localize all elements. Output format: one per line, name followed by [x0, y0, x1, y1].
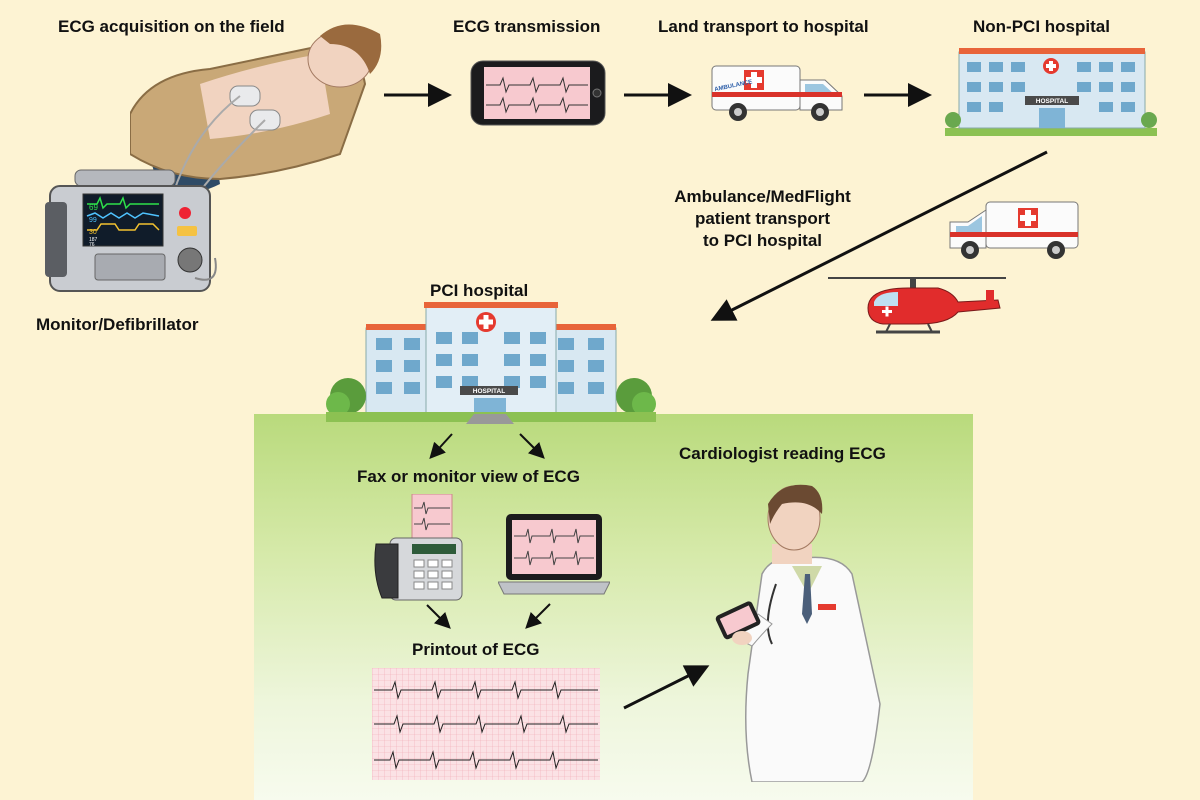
label-non-pci-hospital: Non-PCI hospital — [973, 17, 1110, 36]
bp-diastolic-readout: 76 — [89, 242, 95, 248]
ecg-printout — [372, 668, 600, 780]
pci-hospital-sign: HOSPITAL — [473, 388, 505, 395]
label-cardiologist: Cardiologist reading ECG — [679, 444, 886, 463]
label-transport-to-pci: Ambulance/MedFlight patient transport to… — [660, 186, 865, 252]
label-ecg-transmission: ECG transmission — [453, 17, 601, 36]
label-transport-line-1: Ambulance/MedFlight — [674, 187, 851, 206]
pci-hospital-building: HOSPITAL — [326, 302, 656, 424]
non-pci-hospital-building: HOSPITAL — [945, 48, 1157, 136]
cardiologist-figure — [715, 484, 881, 782]
non-pci-hospital-sign: HOSPITAL — [1036, 98, 1068, 105]
label-fax-monitor-view: Fax or monitor view of ECG — [357, 467, 580, 486]
bp-systolic-readout: 187 — [89, 237, 98, 243]
smartphone-ecg — [470, 60, 606, 126]
laptop-ecg-view — [498, 514, 610, 595]
ambulance-transport — [949, 201, 1079, 259]
label-pci-hospital: PCI hospital — [430, 281, 529, 300]
label-land-transport: Land transport to hospital — [658, 17, 869, 36]
label-transport-line-3: to PCI hospital — [703, 231, 822, 251]
resp-readout: 30 — [89, 229, 97, 236]
label-monitor-defibrillator: Monitor/Defibrillator — [36, 315, 199, 334]
label-printout: Printout of ECG — [412, 640, 540, 659]
medflight-helicopter — [828, 277, 1006, 334]
monitor-defibrillator-device: 69 99 30 187 76 — [45, 169, 217, 292]
fax-machine — [374, 494, 463, 601]
patient-illustration — [130, 24, 382, 204]
label-ecg-acquisition: ECG acquisition on the field — [58, 17, 285, 36]
label-transport-line-2: patient transport — [694, 209, 831, 229]
hr-readout: 69 — [89, 203, 98, 212]
spo2-readout: 99 — [89, 217, 97, 224]
ambulance-land: AMBULANCE — [711, 65, 843, 121]
